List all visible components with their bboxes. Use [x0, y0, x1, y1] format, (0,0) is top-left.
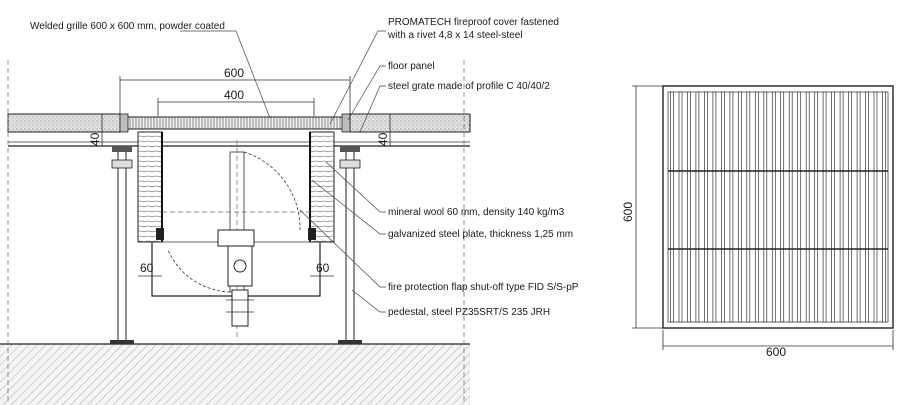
label-galvanized-plate: galvanized steel plate, thickness 1,25 m…: [388, 229, 573, 240]
grille-bar: [822, 91, 827, 323]
grille-bar: [712, 91, 717, 323]
grille-bar: [882, 91, 886, 323]
pedestal-base-left: [110, 340, 134, 344]
label-steel-grate: steel grate made of profile C 40/40/2: [388, 81, 550, 92]
leader-steel-grate: [359, 85, 386, 133]
leader-galvanized-plate: [311, 179, 386, 235]
grille-bar: [873, 91, 878, 323]
label-mineral-wool: mineral wool 60 mm, density 140 kg/m3: [388, 207, 565, 218]
label-welded-grille: Welded grille 600 x 600 mm, powder coate…: [30, 21, 225, 32]
leader-floor-panel: [347, 65, 386, 121]
pedestal-nut-right: [339, 159, 361, 169]
grille-bar: [848, 91, 852, 323]
leader-promatech: [329, 30, 386, 125]
grille-bar: [805, 91, 810, 323]
actuator-spindle: [231, 289, 249, 327]
grille-bar: [856, 91, 861, 323]
actuator-body: [227, 245, 253, 287]
wool-clip-right: [308, 228, 316, 240]
grille-plan-frame: [662, 85, 894, 329]
wool-clip-left: [156, 228, 164, 240]
label-pedestal: pedestal, steel PZ35SRT/S 235 JRH: [388, 307, 550, 318]
grille-plan-view: [662, 85, 894, 329]
grille-bar: [746, 91, 751, 323]
pedestal-nut-left: [111, 159, 133, 169]
grille-bar: [797, 91, 802, 323]
pedestal-right: [345, 145, 355, 345]
pedestal-head-left: [112, 146, 132, 152]
grille-bar: [704, 91, 708, 323]
grille-plan-inner-frame: [667, 91, 889, 323]
grille-bar: [831, 91, 835, 323]
grille-bar: [670, 91, 674, 323]
grille-bar: [687, 91, 691, 323]
grille-frame-right: [341, 113, 351, 133]
grille-bar: [839, 91, 844, 323]
leader-welded-grille: [180, 30, 271, 119]
grille-bar: [788, 91, 793, 323]
leader-fire-flap: [299, 209, 386, 288]
grille-bar: [737, 91, 742, 323]
grille-bar: [695, 91, 700, 323]
pedestal-base-right: [338, 340, 362, 344]
dim-label-600-section: 600: [224, 66, 244, 80]
mineral-wool-left: [137, 131, 163, 243]
grille-bar: [754, 91, 759, 323]
dim-label-40-right: 40: [376, 132, 390, 146]
grille-bar: [678, 91, 683, 323]
label-promatech-line1: PROMATECH fireproof cover fastened: [388, 17, 559, 28]
flap-swing-arc-top: [243, 151, 301, 231]
dim-label-plan-width: 600: [766, 345, 786, 359]
flap-swing-arc-bottom: [167, 249, 231, 293]
label-promatech-line2: with a rivet 4,8 x 14 steel-steel: [387, 30, 523, 41]
grille-bar: [814, 91, 819, 323]
dim-label-400: 400: [224, 88, 244, 102]
pedestal-head-right: [340, 146, 360, 152]
mineral-wool-right: [309, 131, 335, 243]
grille-bar: [865, 91, 869, 323]
grille-bar: [780, 91, 785, 323]
grille-bar: [721, 91, 725, 323]
label-fire-flap: fire protection flap shut-off type FID S…: [388, 282, 579, 293]
actuator-mount: [217, 229, 255, 247]
grille-bar: [771, 91, 776, 323]
floor-panel-left: [7, 113, 121, 133]
leader-mineral-wool: [325, 161, 386, 213]
label-floor-panel: floor panel: [388, 61, 435, 72]
grille-bar: [729, 91, 734, 323]
dim-label-60-left: 60: [140, 261, 154, 275]
dim-label-40-left: 40: [88, 132, 102, 146]
grille-frame-left: [119, 113, 129, 133]
ground-slab: [0, 344, 470, 405]
welded-grille-section: [119, 116, 351, 130]
leader-pedestal: [351, 289, 386, 313]
actuator-pivot: [233, 259, 247, 273]
floor-panel-right: [349, 113, 471, 133]
pedestal-left: [117, 145, 127, 345]
grille-bar: [763, 91, 768, 323]
grille-bars: [670, 91, 886, 323]
dim-label-60-right: 60: [316, 261, 330, 275]
dim-label-plan-height: 600: [621, 202, 635, 222]
